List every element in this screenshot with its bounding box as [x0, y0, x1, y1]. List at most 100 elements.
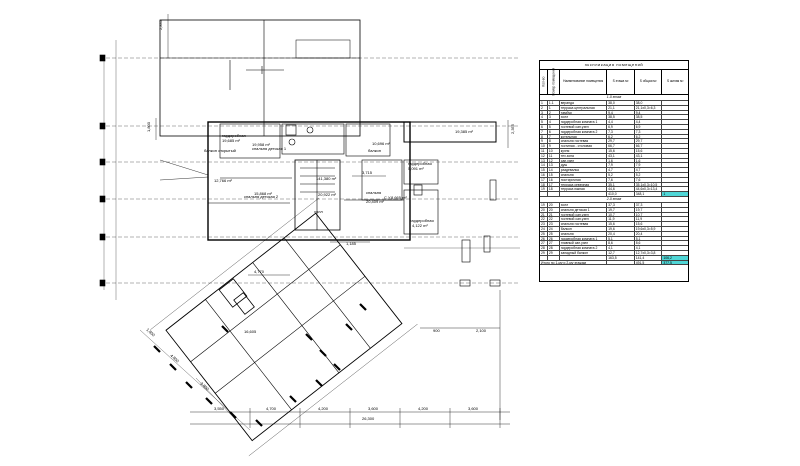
table-cell — [662, 241, 688, 245]
total-spacer — [607, 260, 635, 265]
table-cell — [662, 139, 688, 143]
dim-bottom-segment: 3,600 — [468, 406, 479, 411]
table-cell: 20,4 — [635, 231, 663, 236]
dim-left-vertical: 1,800 — [146, 121, 151, 132]
room-label: гардеробная — [408, 161, 432, 166]
table-cell: 4,7 — [635, 168, 663, 172]
table-cell: 15,6 — [635, 148, 663, 153]
table-cell — [540, 255, 548, 260]
room-area: 19,958 m² — [252, 142, 271, 147]
table-cell: спальня гостевая — [560, 139, 608, 144]
table-cell: 4,4 — [607, 120, 635, 124]
table-cell: 15,6 — [607, 148, 635, 153]
table-cell: 37,3 — [635, 202, 663, 207]
table-cell — [662, 168, 688, 172]
table-cell: 7,6 — [607, 177, 635, 182]
table-cell: 25 — [548, 231, 560, 236]
table-cell: 16 — [548, 177, 560, 182]
roof-outline — [159, 19, 361, 137]
table-cell: 10,7 — [607, 212, 635, 217]
table-cell — [662, 163, 688, 167]
table-cell — [662, 246, 688, 250]
table-cell: холл — [560, 202, 608, 207]
table-cell: гостевой сан.узел — [560, 212, 608, 217]
table-cell: спальня детская 1 — [560, 207, 608, 212]
column-header: S жилая м² — [667, 79, 684, 84]
table-cell: спальня — [560, 172, 608, 177]
dim-3715: 3,715 — [362, 170, 373, 175]
room-label: спальня — [366, 190, 381, 195]
table-cell: 43,1 — [635, 153, 663, 158]
table-cell: 15 — [540, 168, 548, 172]
table-cell: главный сан.узел — [560, 241, 608, 246]
table-cell: 17 — [548, 182, 560, 187]
dim-stair-width: 1,185 — [346, 241, 357, 246]
room-label: балкон — [368, 148, 381, 153]
table-cell: 20 — [548, 207, 560, 212]
table-header: Кол-во Номер помещения Наименование поме… — [540, 68, 688, 96]
table-cell: 29 — [540, 250, 548, 255]
table-cell — [662, 159, 688, 163]
table-cell: 8,6 — [635, 241, 663, 246]
table-cell: 11,9 — [607, 217, 635, 222]
dim-diagonal: 3,800 — [199, 381, 210, 392]
dim-mid-left: 4,770 — [254, 269, 265, 274]
table-cell: 11,9 — [635, 217, 663, 222]
room-label: С.У. — [384, 195, 391, 200]
dim-bottom-total: 26,300 — [362, 416, 375, 421]
table-cell: 7 — [540, 129, 548, 134]
table-cell: 2 — [548, 110, 560, 115]
table-cell: 6 — [548, 129, 560, 134]
total-value: 491,5 — [635, 260, 663, 265]
room-area: 19,685 m² — [222, 138, 241, 143]
table-cell: веранда — [560, 101, 608, 105]
table-cell — [662, 144, 688, 148]
table-cell: 13 — [540, 158, 548, 163]
table-cell: 29,7 — [607, 139, 635, 144]
table-cell: 7,6 — [635, 177, 663, 182]
table-cell: 4 — [540, 115, 548, 120]
table-cell: 38,0 — [635, 101, 663, 105]
table-cell: 10 — [548, 148, 560, 153]
table-cell — [662, 208, 688, 212]
room-area: 20,409 m² — [366, 199, 385, 204]
table-cell: 15 — [548, 172, 560, 177]
table-cell: 7 — [548, 134, 560, 139]
table-cell — [662, 232, 688, 236]
table-cell: 12,7 — [607, 250, 635, 255]
table-cell — [662, 149, 688, 153]
floor-2-title: 2-й этаж — [540, 197, 688, 203]
total-label: Итого по 1-му и 2-му этажам — [540, 260, 608, 265]
table-cell: западный балкон — [560, 250, 608, 255]
table-cell: 3 — [548, 115, 560, 120]
dim-top-vertical: 2,835 — [158, 19, 163, 30]
table-cell: 21 — [540, 212, 548, 217]
table-cell: 21 — [548, 212, 560, 217]
room-label: холл — [314, 209, 323, 214]
lower-wing — [150, 197, 418, 456]
table-cell: 9 — [548, 144, 560, 148]
table-cell: 21,1 — [607, 105, 635, 110]
table-cell: 29,7 — [635, 139, 663, 144]
table-cell — [662, 154, 688, 158]
table-cell: кухня — [560, 148, 608, 153]
table-cell: 37,3 — [607, 202, 635, 207]
table-cell: 14 — [548, 168, 560, 172]
room-area: 12,766 m² — [214, 178, 233, 183]
table-cell — [662, 237, 688, 241]
table-cell: 6 — [540, 124, 548, 129]
table-cell: терраса центральная — [560, 105, 608, 110]
